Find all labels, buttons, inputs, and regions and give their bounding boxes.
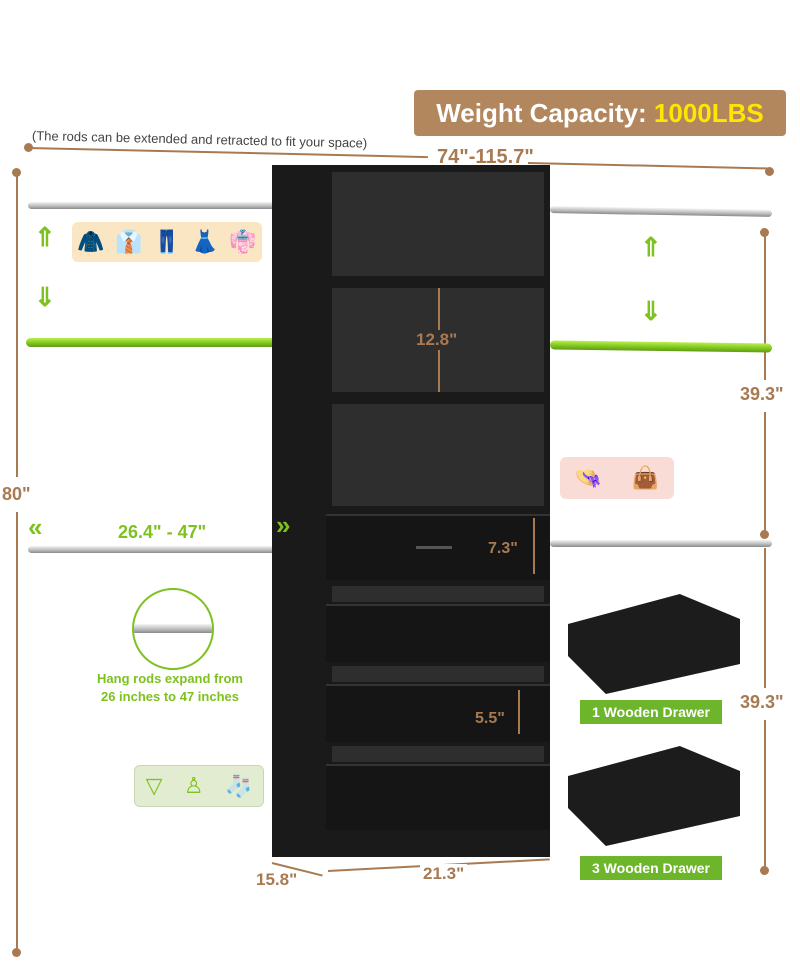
drawer-gap-line [518,690,520,734]
drawer-height-line [533,518,535,574]
upper-right-rod-lowered [549,340,773,353]
rod-height-line [764,232,766,380]
rod-callout-text: Hang rods expand from 26 inches to 47 in… [88,670,252,706]
dress-icon: 👗 [191,229,219,254]
upper-left-rod-lowered [26,338,306,347]
width-line [27,147,428,159]
drawer-gap [332,586,544,602]
width-line [527,162,768,170]
coat-icon: 👔 [115,229,143,254]
rod-height-line [764,548,766,688]
down-arrow-icon: ⇓ [640,296,662,326]
dim-dot [760,530,769,539]
underwear-icon: ▽ [145,773,163,798]
accessory-icons: 👒👜 [560,457,674,499]
shelf-compartment [332,172,544,276]
height-label: 80" [2,484,31,504]
drawer-gap-label: 5.5" [475,710,505,727]
rod-detail [134,624,212,633]
skirt-icon: 👘 [229,229,257,254]
rod-height-line [764,412,766,532]
weight-label: Weight Capacity: [436,98,647,128]
depth-label: 15.8" [256,870,298,889]
height-line [16,512,18,952]
top-drawer[interactable] [326,514,550,580]
expand-left-arrow-icon: « [28,512,43,542]
dim-dot [765,167,774,176]
up-arrow-icon: ⇑ [640,232,662,262]
rod-zoom-circle [132,588,214,670]
drawer-gap [332,666,544,682]
jacket-icon: 🧥 [77,229,105,254]
down-arrow-icon: ⇓ [34,282,56,312]
hat-icon: 👒 [574,465,603,490]
up-arrow-icon: ⇑ [34,222,56,252]
rod-callout-line2: 26 inches to 47 inches [100,689,239,704]
rods-note: (The rods can be extended and retracted … [31,128,368,151]
shelf-compartment [332,404,544,506]
weight-value: 1000LBS [653,98,764,128]
upper-right-rod [549,206,773,217]
height-line [16,172,18,477]
lower-left-rod [28,546,300,553]
drawer-gap [332,746,544,762]
three-drawer-image [568,746,740,846]
rod-height-line [764,720,766,868]
sock-icon: 🧦 [224,773,253,798]
upper-left-rod [28,202,302,209]
width-range-label: 74"-115.7" [437,146,534,168]
dim-dot [12,948,21,957]
rod-callout-line1: Hang rods expand from [97,671,243,686]
drawer-height-label: 7.3" [488,540,518,557]
drawer-handle [416,546,452,549]
baby-romper-icon: ♙ [183,773,204,798]
lower-right-rod [550,540,772,547]
bag-icon: 👜 [631,465,660,490]
drawer-label-1: 1 Wooden Drawer [580,700,722,724]
expand-right-arrow-icon: » [276,510,291,540]
lower-drawer[interactable] [326,684,550,742]
small-clothes-icons: ▽ ♙ 🧦 [134,765,264,807]
weight-capacity-banner: Weight Capacity: 1000LBS [414,90,786,136]
rod-range-label: 26.4" - 47" [118,522,207,542]
lower-drawer[interactable] [326,764,550,830]
upper-rod-height-label: 39.3" [740,384,784,404]
clothes-icons: 🧥 👔 👖 👗 👘 [72,222,262,262]
dim-dot [760,866,769,875]
pants-icon: 👖 [153,229,181,254]
base-width-label: 21.3" [420,864,468,884]
lower-drawer[interactable] [326,604,550,662]
single-drawer-image [568,594,740,694]
lower-rod-height-label: 39.3" [740,692,784,712]
drawer-label-3: 3 Wooden Drawer [580,856,722,880]
shelf-gap-label: 12.8" [416,330,458,350]
